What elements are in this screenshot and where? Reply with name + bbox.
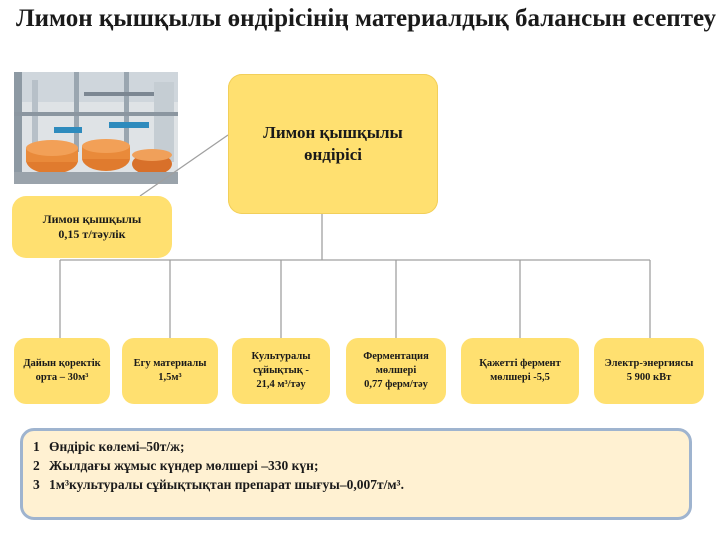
input-value: мөлшері -5,5 bbox=[490, 372, 550, 383]
input-box-culture-liquid: Культуралы сұйықтық - 21,4 м³/тәу bbox=[232, 338, 330, 404]
input-value: 0,77 ферм/тәу bbox=[364, 379, 428, 390]
product-output-box: Лимон қышқылы 0,15 т/тәулік bbox=[12, 196, 172, 258]
notes-panel: 1 Өндіріс көлемі–50т/ж; 2 Жылдағы жұмыс … bbox=[20, 428, 692, 520]
input-value: 1,5м³ bbox=[158, 372, 182, 383]
input-label: Егу материалы bbox=[133, 358, 207, 369]
input-label: Қажетті фермент bbox=[479, 358, 561, 369]
note-text: 1м³культуралы сұйықтықтан препарат шығуы… bbox=[49, 477, 404, 492]
note-item: 3 1м³культуралы сұйықтықтан препарат шығ… bbox=[33, 475, 679, 494]
input-box-fermentation: Ферментация мөлшері 0,77 ферм/тәу bbox=[346, 338, 446, 404]
note-number: 3 bbox=[33, 477, 40, 492]
input-box-required-enzyme: Қажетті фермент мөлшері -5,5 bbox=[461, 338, 579, 404]
input-label: Электр-энергиясы bbox=[604, 358, 694, 369]
note-text: Өндіріс көлемі–50т/ж; bbox=[49, 439, 185, 454]
slide-title: Лимон қышқылы өндірісінің материалдық ба… bbox=[16, 5, 716, 32]
product-amount: 0,15 т/тәулік bbox=[58, 227, 126, 241]
input-box-electricity: Электр-энергиясы 5 900 кВт bbox=[594, 338, 704, 404]
input-label: Дайын қоректік bbox=[23, 358, 101, 369]
input-label: Ферментация bbox=[363, 351, 429, 362]
input-value: орта – 30м³ bbox=[35, 372, 89, 383]
product-label: Лимон қышқылы bbox=[42, 212, 142, 226]
note-number: 2 bbox=[33, 458, 40, 473]
note-item: 1 Өндіріс көлемі–50т/ж; bbox=[33, 437, 679, 456]
input-box-inoculum: Егу материалы 1,5м³ bbox=[122, 338, 218, 404]
process-box-citric-acid-production: Лимон қышқылы өндірісі bbox=[228, 74, 438, 214]
note-text: Жылдағы жұмыс күндер мөлшері –330 күн; bbox=[49, 458, 319, 473]
input-label-cont: мөлшері bbox=[375, 365, 417, 376]
input-box-nutrient-medium: Дайын қоректік орта – 30м³ bbox=[14, 338, 110, 404]
input-label: Культуралы bbox=[251, 351, 311, 362]
input-value: 5 900 кВт bbox=[626, 372, 672, 383]
process-box-label: Лимон қышқылы өндірісі bbox=[263, 123, 403, 164]
input-label-cont: сұйықтық - bbox=[253, 365, 309, 376]
factory-fermenters-image bbox=[14, 72, 178, 184]
input-value: 21,4 м³/тәу bbox=[256, 379, 306, 390]
note-number: 1 bbox=[33, 439, 40, 454]
note-item: 2 Жылдағы жұмыс күндер мөлшері –330 күн; bbox=[33, 456, 679, 475]
